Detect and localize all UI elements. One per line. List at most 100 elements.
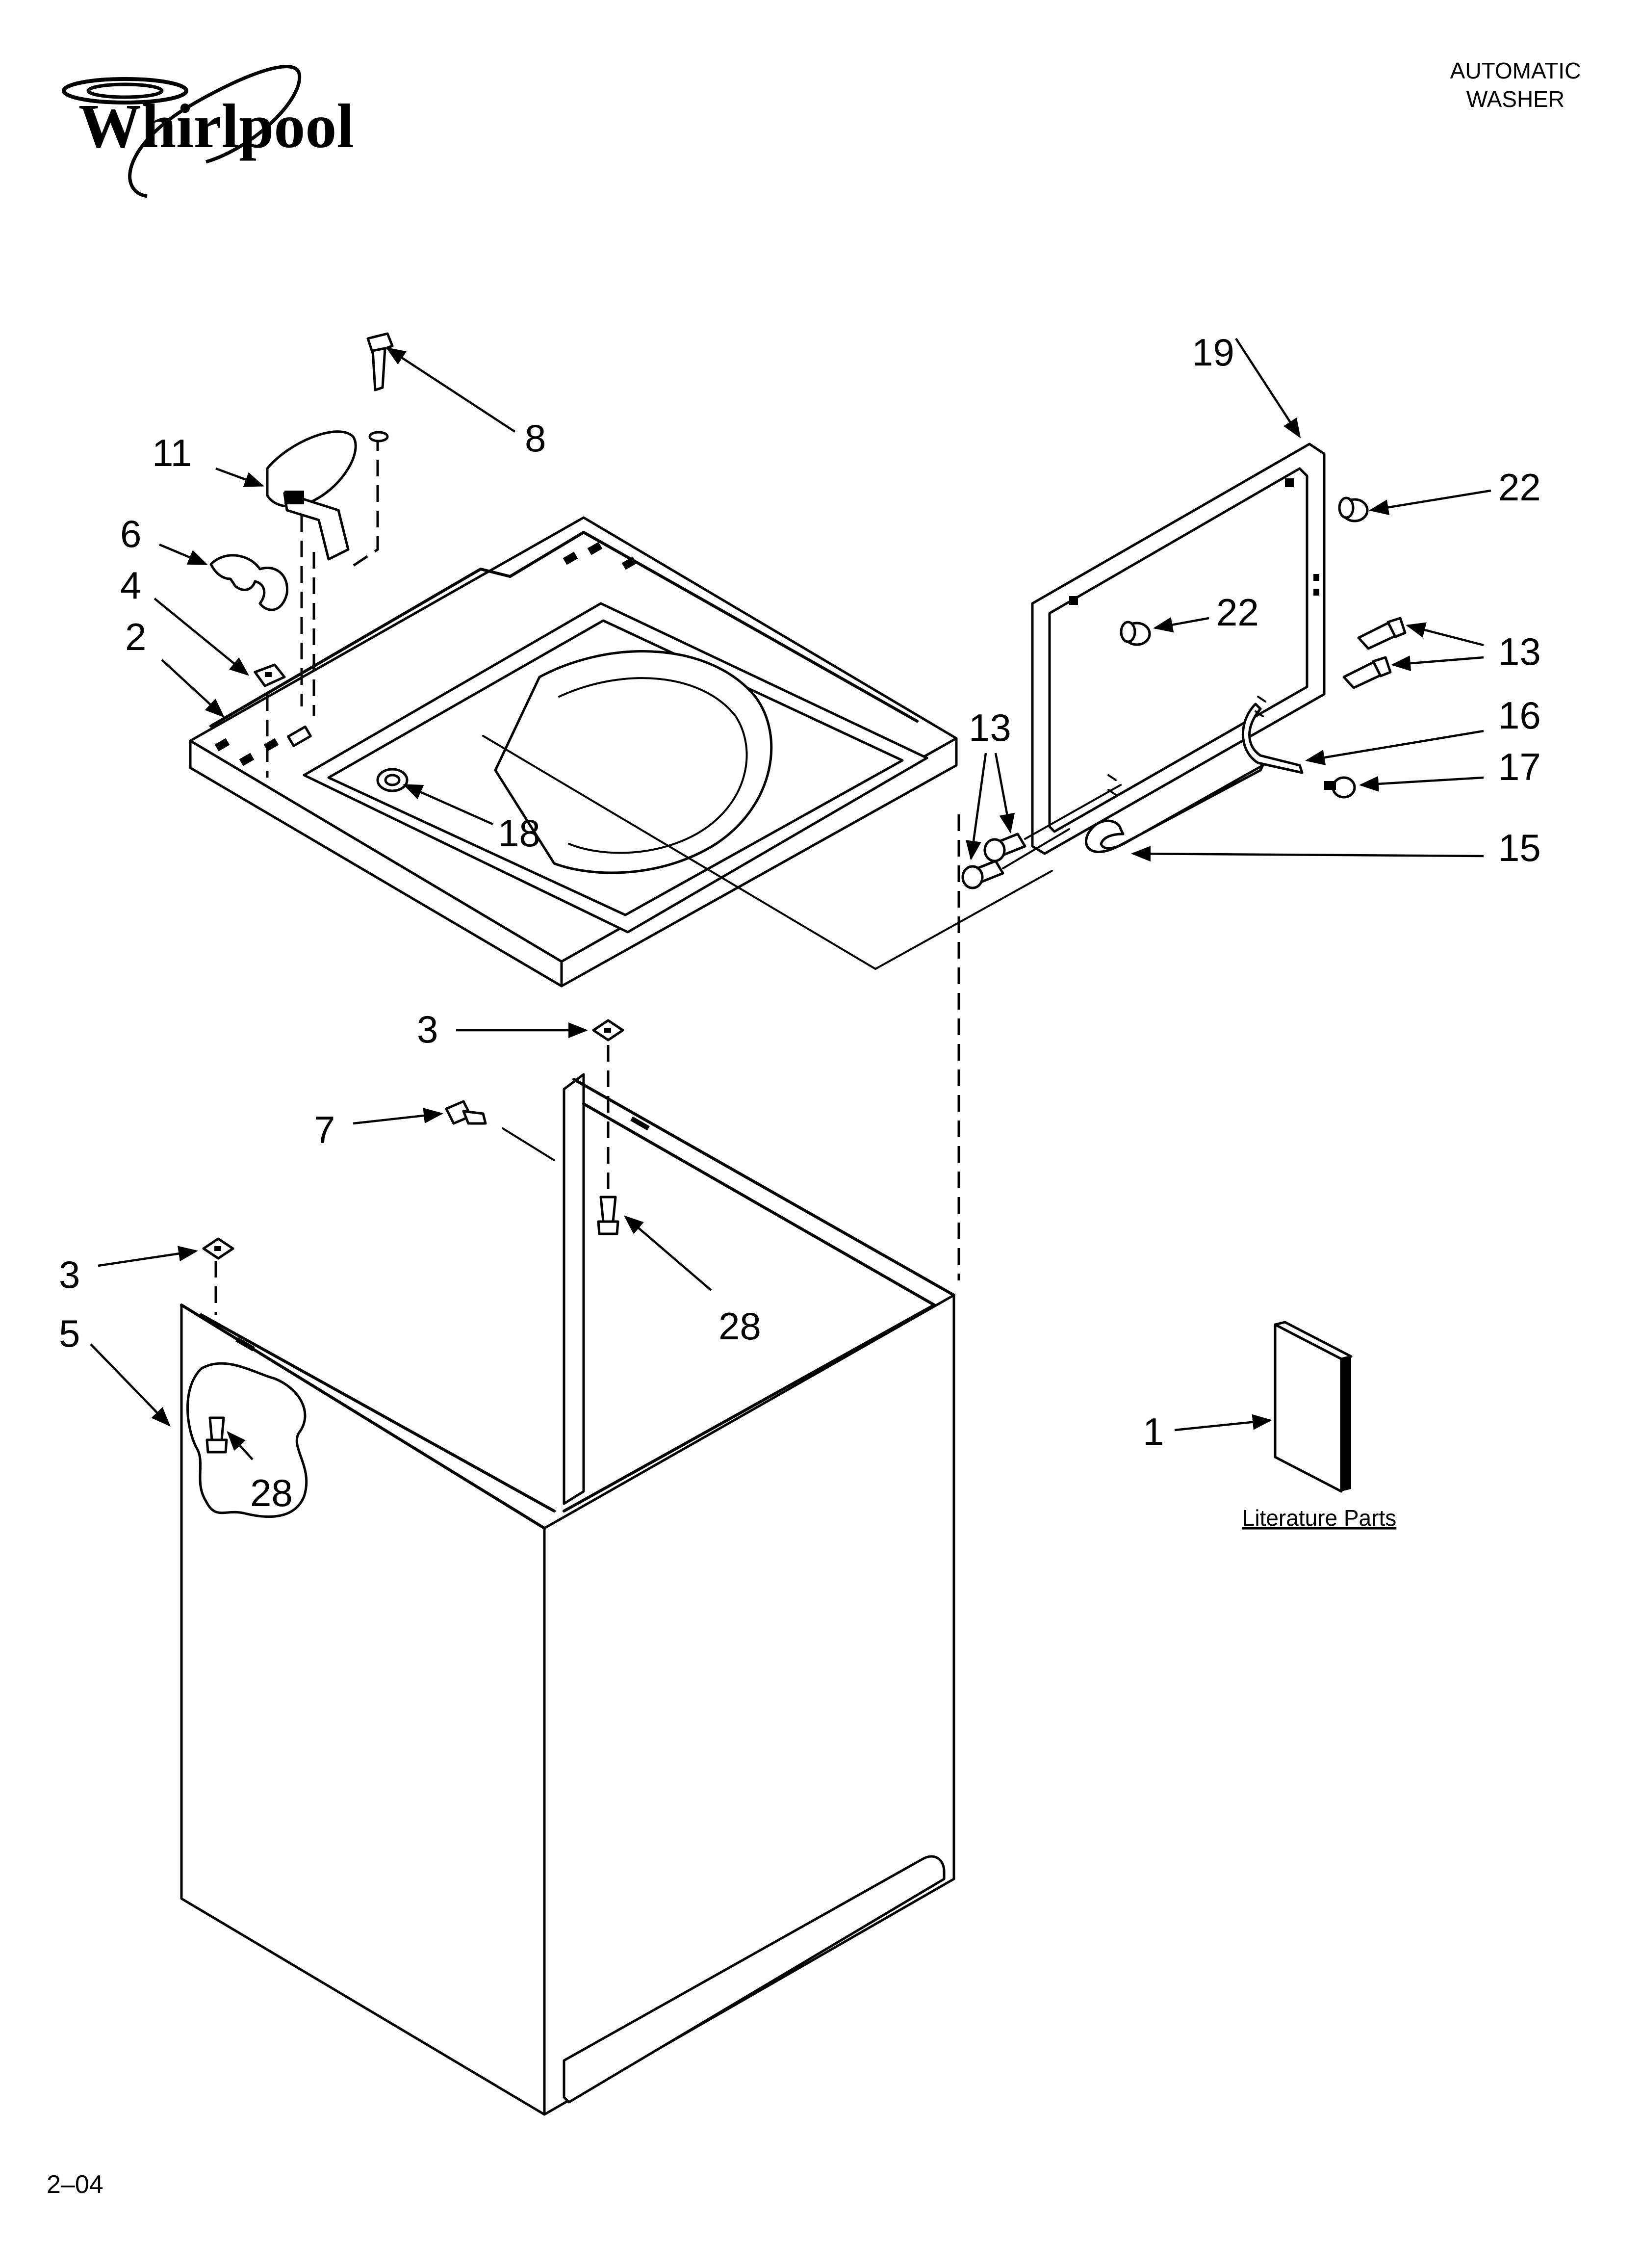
screw-7-shank [462, 1110, 487, 1125]
cabinet-rim-slot-1 [630, 1116, 650, 1131]
leader-16 [1305, 730, 1484, 765]
top-to-rear-panel-line [482, 735, 1053, 970]
leader-7 [353, 1108, 443, 1125]
logo-swirl-outer [62, 77, 188, 104]
rear-panel-hole-1 [1069, 596, 1078, 605]
rear-panel-hole-3 [1313, 574, 1319, 581]
rear-panel [1031, 443, 1326, 855]
logo-swoosh [128, 65, 302, 198]
callout-1: 1 [1143, 1410, 1164, 1453]
callout-22-upper: 22 [1498, 466, 1541, 509]
leader-19 [1235, 338, 1301, 439]
align-line-screw-8 [347, 434, 379, 571]
callout-13-right: 13 [1498, 630, 1541, 673]
top-panel-slot-4 [563, 551, 578, 565]
leader-3b [98, 1246, 198, 1267]
cabinet-cutaway [186, 1362, 308, 1518]
brand-wordmark: Whirlpool [78, 91, 354, 161]
callout-7: 7 [314, 1108, 335, 1151]
screws-13-right [1342, 617, 1407, 689]
drain-hose-15 [1085, 764, 1264, 853]
cabinet-rim-left-inner [200, 1313, 556, 1512]
screw-28-upper [597, 1196, 619, 1235]
rear-panel-frame-inner [1048, 467, 1308, 833]
rear-panel-hole-4 [1313, 589, 1319, 596]
lid-switch-terminal [284, 491, 304, 504]
lid-switch-body [266, 430, 357, 508]
header-title-line2: WASHER [1466, 86, 1565, 112]
leader-22b [1153, 617, 1209, 633]
callout-15: 15 [1498, 826, 1541, 869]
screw-8 [366, 332, 394, 443]
leader-15 [1131, 846, 1484, 862]
hose-clamp-16-marks [1255, 696, 1266, 717]
screw-13-left-a-head [983, 838, 1006, 862]
literature-book [1274, 1321, 1353, 1493]
literature-book-spine [1341, 1356, 1351, 1491]
plug-17-stem [1324, 781, 1336, 790]
top-panel-slot-2 [239, 753, 255, 766]
cabinet-rim-rear-inner [582, 1102, 936, 1306]
leader-13r-a [1406, 622, 1484, 647]
cabinet [180, 1073, 955, 2116]
leader-28a [623, 1215, 712, 1291]
footer-code: 2–04 [47, 2170, 103, 2199]
screw-7 [445, 1100, 487, 1125]
screws-13-left-align [1002, 784, 1122, 869]
literature-book-top [1274, 1321, 1353, 1360]
cabinet-rim-rear [572, 1078, 955, 1297]
whirlpool-logo: Whirlpool [62, 65, 354, 198]
leader-18 [403, 783, 493, 826]
leader-13l-b [994, 753, 1015, 834]
rear-panel-hole-2 [1285, 478, 1294, 487]
plug-17 [1324, 776, 1356, 799]
drain-hose-15-marks [1107, 774, 1117, 796]
screw-7-align-line [502, 1127, 555, 1161]
bumper-22-upper [1338, 496, 1369, 522]
callout-3-lower: 3 [59, 1253, 80, 1296]
callout-3-upper: 3 [417, 1008, 438, 1051]
lid-switch [266, 430, 357, 561]
top-panel-slot-5 [587, 542, 603, 555]
callout-6: 6 [120, 512, 141, 555]
nut-3-lower-hole [214, 1246, 221, 1251]
cabinet-rim-slot-2 [235, 1337, 255, 1352]
top-panel-tub-ring [494, 650, 773, 874]
hinge-pin-18-inner [384, 774, 401, 786]
leader-28b [227, 1431, 254, 1460]
literature-label: Literature Parts [1242, 1505, 1396, 1531]
top-panel-slot-6 [621, 556, 637, 570]
callout-numbers: 8 11 6 4 2 18 3 7 28 3 5 28 19 22 22 13 … [59, 331, 1541, 1514]
leader-22a [1369, 489, 1491, 515]
leader-arrows [90, 338, 1491, 1460]
callout-11: 11 [152, 431, 192, 474]
logo-swirl-inner [86, 82, 164, 99]
screw-28-lower-head [205, 1438, 228, 1454]
screw-28-lower-shank [208, 1416, 225, 1441]
leader-13r-b [1391, 655, 1484, 672]
leader-13l-a [966, 753, 987, 860]
nut-3-upper-hole [604, 1028, 611, 1033]
screw-13-right-a-head [1386, 617, 1407, 638]
leader-8 [385, 347, 516, 433]
nut-3-lower [202, 1237, 234, 1260]
screw-28-upper-shank [599, 1196, 617, 1223]
top-panel-switch-hole [287, 725, 312, 747]
top-panel-slot-1 [214, 738, 230, 752]
callout-19: 19 [1192, 331, 1234, 374]
bumper-22-upper-base [1338, 496, 1355, 519]
screw-28-upper-head [597, 1220, 619, 1235]
leader-4 [154, 598, 250, 676]
lid-switch-actuator [283, 492, 350, 561]
screw-28-lower [205, 1416, 228, 1454]
plug-17-cap [1332, 776, 1356, 799]
callout-16: 16 [1498, 694, 1541, 737]
cabinet-toe-kick [563, 1855, 946, 2104]
leader-5 [90, 1343, 171, 1427]
callout-8: 8 [525, 417, 546, 460]
callout-5: 5 [59, 1312, 80, 1355]
header-title-line1: AUTOMATIC [1450, 58, 1581, 83]
nut-3-upper [592, 1019, 624, 1042]
leader-11 [215, 467, 264, 487]
callout-28-lower: 28 [250, 1471, 293, 1514]
